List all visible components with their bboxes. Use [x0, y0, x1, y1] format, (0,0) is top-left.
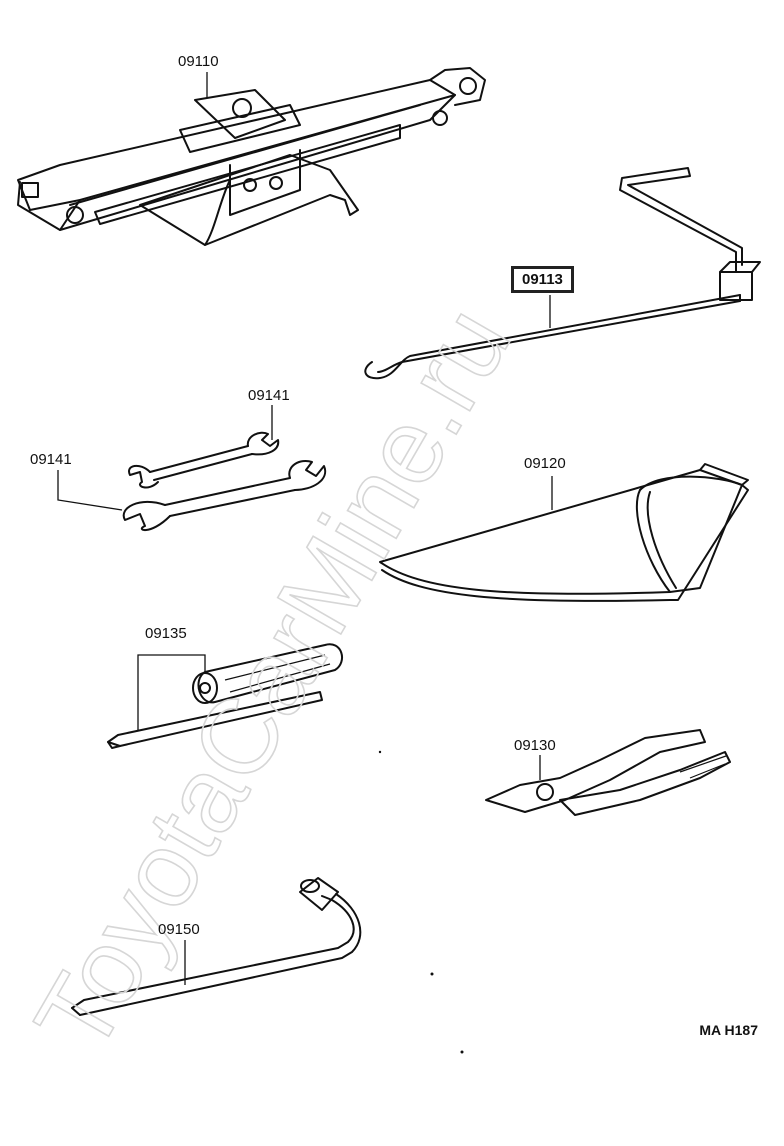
wrench-small-drawing[interactable] — [128, 405, 280, 489]
part-label-wrench-large[interactable]: 09141 — [30, 451, 72, 468]
part-label-screwdriver[interactable]: 09135 — [145, 625, 187, 642]
part-label-hub-nut-wrench[interactable]: 09150 — [158, 921, 200, 938]
specks — [378, 750, 464, 1054]
part-label-pliers[interactable]: 09130 — [514, 737, 556, 754]
part-label-jack-handle[interactable]: 09113 — [511, 266, 574, 293]
tool-bag-drawing[interactable] — [379, 463, 749, 602]
pliers-drawing[interactable] — [485, 729, 731, 816]
screwdriver-drawing[interactable] — [107, 643, 344, 749]
part-label-tool-bag[interactable]: 09120 — [524, 455, 566, 472]
jack-handle-drawing[interactable] — [364, 167, 761, 380]
jack-drawing[interactable] — [17, 67, 486, 246]
hub-nut-wrench-drawing[interactable] — [71, 877, 362, 1016]
wrench-large-drawing[interactable] — [57, 460, 327, 531]
part-label-wrench-small[interactable]: 09141 — [248, 387, 290, 404]
part-label-jack[interactable]: 09110 — [178, 53, 219, 70]
drawing-code: MA H187 — [699, 1022, 758, 1038]
